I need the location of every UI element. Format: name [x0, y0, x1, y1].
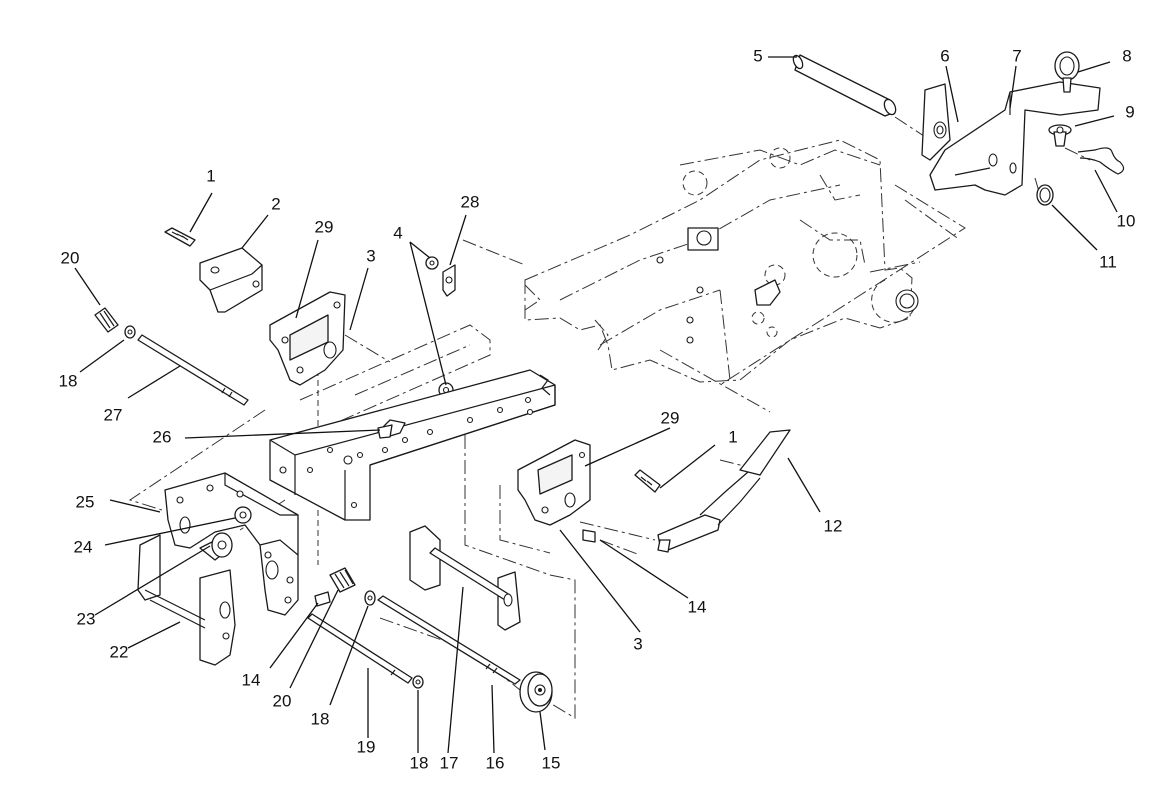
main-frame [524, 139, 919, 383]
callout-24: 24 [74, 537, 93, 556]
callout-29-left: 29 [315, 217, 334, 236]
spring-part-20a [94, 307, 119, 333]
callout-18-middle: 18 [311, 709, 330, 728]
callout-25: 25 [76, 492, 95, 511]
bolt-part-1a [164, 227, 196, 247]
shaft-part-16 [377, 595, 521, 685]
callout-7: 7 [1012, 46, 1021, 65]
callout-28: 28 [461, 192, 480, 211]
callout-5: 5 [753, 46, 762, 65]
handle-part-12 [657, 429, 791, 553]
callout-labels: 1 2 29 3 4 28 20 18 27 26 25 24 23 22 14… [59, 46, 1136, 772]
callout-16: 16 [486, 753, 505, 772]
callout-14-right: 14 [688, 597, 707, 616]
callout-20-lower: 20 [273, 691, 292, 710]
callout-1-upper: 1 [206, 166, 215, 185]
callout-27: 27 [104, 405, 123, 424]
roll-pin-part-14-left [314, 591, 331, 607]
callout-10: 10 [1117, 211, 1136, 230]
callout-11: 11 [1099, 252, 1117, 271]
roller-part-23 [199, 532, 233, 561]
callout-18-upper: 18 [59, 371, 78, 390]
bolt-part-26 [377, 419, 406, 439]
callout-14-left: 14 [242, 670, 261, 689]
callout-18-lower: 18 [410, 753, 429, 772]
roll-pin-part-14-right [582, 529, 596, 543]
spring-part-20b [329, 567, 356, 593]
bolt-part-1b [634, 469, 661, 493]
washer-part-18a [124, 325, 136, 339]
bracket-part-2 [199, 247, 263, 313]
nut-part-24 [234, 506, 252, 524]
cross-frame [299, 324, 491, 431]
shaft-part-19 [307, 613, 413, 684]
callout-3-lower: 3 [633, 634, 642, 653]
shaft-part-27 [137, 334, 249, 406]
clip-part-28 [442, 264, 456, 297]
callout-8: 8 [1122, 46, 1131, 65]
fitting-part-9 [1048, 124, 1072, 147]
pin-part-5 [792, 54, 897, 117]
nut-part-4a [425, 256, 439, 270]
hitch-arm-part-7 [929, 81, 1101, 196]
callout-15: 15 [542, 753, 561, 772]
callout-6: 6 [940, 46, 949, 65]
callout-4: 4 [393, 223, 402, 242]
callout-19: 19 [357, 737, 376, 756]
washer-part-18b [364, 590, 376, 606]
bracket-part-29-left [269, 291, 346, 386]
callout-23: 23 [77, 609, 96, 628]
callout-1-lower: 1 [728, 427, 737, 446]
channel-member [269, 369, 556, 521]
bracket-part-29-right [517, 439, 591, 526]
frame-bracket-part-25 [164, 472, 299, 616]
callout-9: 9 [1125, 102, 1134, 121]
hitch-plate-part-6 [921, 83, 951, 161]
eye-bolt-part-8 [1054, 51, 1080, 93]
snap-ring-part-11 [1036, 184, 1054, 206]
washer-part-18c [412, 675, 424, 689]
leader-lines [74, 56, 1118, 754]
callout-29-right: 29 [661, 408, 680, 427]
wheel-part-15 [519, 671, 553, 713]
rod-assembly-part-17 [409, 525, 521, 631]
callout-22: 22 [110, 642, 129, 661]
callout-2: 2 [271, 194, 280, 213]
hairpin-part-10 [1077, 147, 1125, 175]
callout-17: 17 [440, 753, 459, 772]
plate-part-22 [137, 534, 236, 666]
callout-20-upper: 20 [61, 248, 80, 267]
callout-26: 26 [153, 427, 172, 446]
callout-3-upper: 3 [366, 246, 375, 265]
callout-12: 12 [824, 516, 843, 535]
